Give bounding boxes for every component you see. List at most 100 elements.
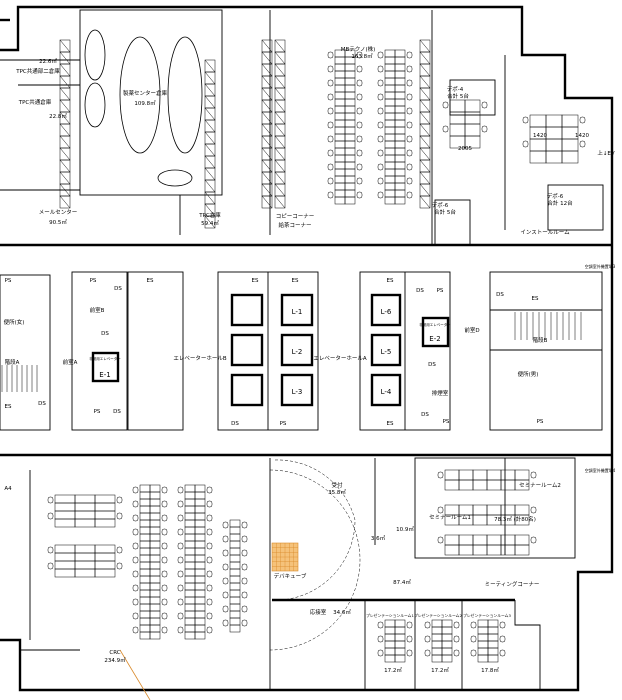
chair bbox=[206, 626, 213, 634]
desk bbox=[431, 619, 443, 628]
desk bbox=[394, 133, 406, 142]
label: デポ-4 bbox=[447, 85, 464, 93]
shaft-label: PS bbox=[280, 421, 287, 427]
desk bbox=[514, 544, 530, 556]
label: 109.8㎡ bbox=[134, 99, 156, 107]
chair bbox=[327, 135, 334, 143]
shelf-mark bbox=[204, 107, 216, 121]
desk bbox=[149, 624, 161, 633]
chair bbox=[47, 512, 54, 520]
elevator-label: L-3 bbox=[292, 388, 303, 396]
desk bbox=[545, 126, 563, 140]
desk bbox=[184, 610, 196, 619]
shelf-mark bbox=[419, 63, 431, 77]
desk bbox=[477, 640, 489, 649]
desk bbox=[344, 147, 356, 156]
shelf-mark bbox=[419, 195, 431, 209]
chair bbox=[132, 570, 139, 578]
desk bbox=[194, 624, 206, 633]
desk bbox=[458, 479, 474, 491]
shelf bbox=[419, 195, 431, 209]
desk bbox=[334, 105, 346, 114]
desk bbox=[194, 519, 206, 528]
shelf-mark bbox=[204, 59, 216, 73]
desk bbox=[444, 504, 460, 516]
shaft-label: DS bbox=[496, 292, 504, 298]
desk bbox=[334, 196, 346, 205]
shelf-mark bbox=[59, 123, 71, 137]
desk bbox=[394, 147, 406, 156]
desk bbox=[54, 568, 76, 578]
chair bbox=[453, 621, 460, 629]
desk bbox=[384, 98, 396, 107]
desk bbox=[431, 626, 443, 635]
desk bbox=[487, 640, 499, 649]
chair bbox=[579, 116, 586, 124]
desk bbox=[449, 111, 466, 125]
chair bbox=[377, 135, 384, 143]
desk bbox=[344, 175, 356, 184]
desk bbox=[529, 114, 547, 128]
desk bbox=[394, 112, 406, 121]
desk bbox=[477, 633, 489, 642]
chair bbox=[132, 556, 139, 564]
shaft-label: DS bbox=[416, 288, 424, 294]
chair bbox=[327, 93, 334, 101]
elevator-label: L-4 bbox=[381, 388, 392, 396]
desk bbox=[74, 568, 96, 578]
chair bbox=[327, 163, 334, 171]
desk bbox=[394, 640, 406, 649]
label: 17.2㎡ bbox=[431, 666, 449, 674]
label: 応接室 bbox=[310, 608, 327, 616]
chair bbox=[481, 125, 488, 133]
desk bbox=[139, 617, 151, 626]
desk bbox=[384, 168, 396, 177]
desk bbox=[54, 560, 76, 570]
desk bbox=[74, 510, 96, 520]
desk bbox=[94, 510, 116, 520]
shelf-mark bbox=[261, 135, 273, 149]
shelf bbox=[204, 215, 216, 229]
chair bbox=[377, 79, 384, 87]
shelf-mark bbox=[261, 159, 273, 173]
desk bbox=[194, 617, 206, 626]
desk bbox=[472, 504, 488, 516]
desk bbox=[394, 168, 406, 177]
elevator-label: E-2 bbox=[429, 335, 440, 343]
desk bbox=[514, 479, 530, 491]
desk bbox=[472, 514, 488, 526]
label: メールセンター bbox=[39, 208, 78, 216]
desk bbox=[486, 534, 502, 546]
chair bbox=[177, 584, 184, 592]
desk bbox=[384, 647, 396, 656]
shaft-label: DS bbox=[38, 401, 46, 407]
desk bbox=[344, 77, 356, 86]
desk bbox=[472, 469, 488, 481]
desk bbox=[139, 533, 151, 542]
desk bbox=[229, 589, 241, 598]
shelf-mark bbox=[419, 183, 431, 197]
chair bbox=[132, 486, 139, 494]
lower-partitions bbox=[20, 457, 576, 690]
chair bbox=[530, 471, 537, 479]
desk bbox=[229, 519, 241, 528]
storage-items bbox=[84, 29, 203, 187]
desk bbox=[384, 105, 396, 114]
chair bbox=[470, 635, 477, 643]
desk bbox=[344, 133, 356, 142]
desk bbox=[139, 582, 151, 591]
desk bbox=[394, 63, 406, 72]
chair bbox=[222, 521, 229, 529]
chair bbox=[241, 619, 248, 627]
shelf bbox=[274, 195, 286, 209]
desk bbox=[334, 70, 346, 79]
shaft-label: ES bbox=[387, 278, 394, 284]
chair bbox=[406, 79, 413, 87]
chair bbox=[406, 649, 413, 657]
desk bbox=[384, 126, 396, 135]
desk bbox=[441, 647, 453, 656]
chair bbox=[241, 591, 248, 599]
desk bbox=[384, 147, 396, 156]
chair bbox=[161, 598, 168, 606]
shaft-label: DS bbox=[421, 412, 429, 418]
